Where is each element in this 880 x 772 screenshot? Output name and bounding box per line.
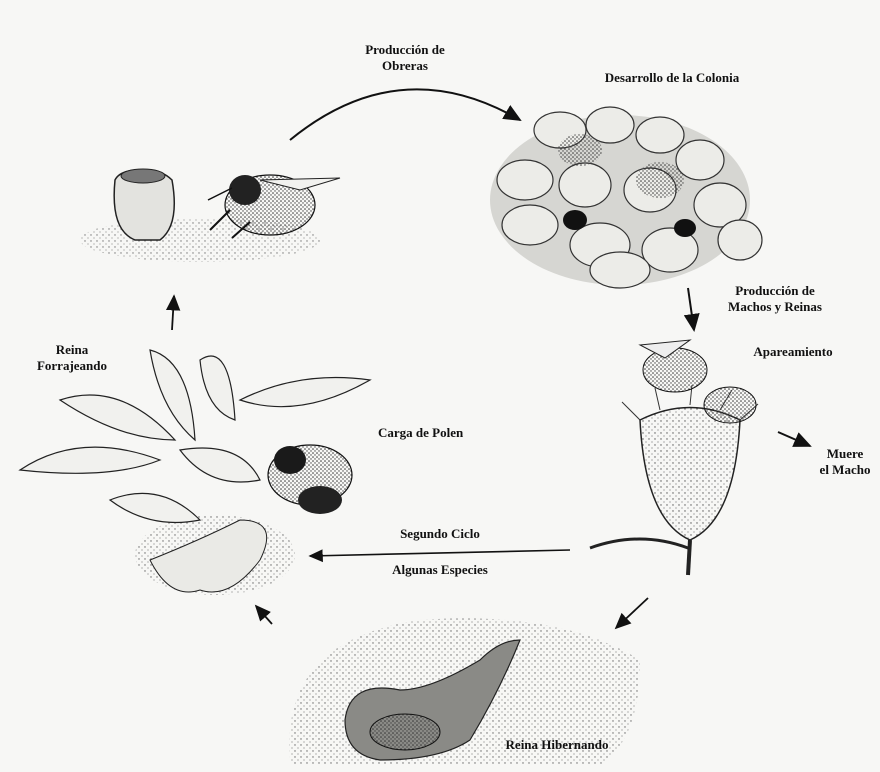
label-desarrollo-colonia: Desarrollo de la Colonia xyxy=(572,70,772,86)
plant-foraging-queen-illustration xyxy=(20,350,370,595)
label-segundo-ciclo: Segundo Ciclo xyxy=(380,526,500,542)
label-produccion-obreras-line1: Producción de xyxy=(340,42,470,58)
colony-cocoons-illustration xyxy=(490,107,762,288)
label-muere-line1: Muere xyxy=(812,446,878,462)
arrow-to-nest xyxy=(172,296,174,330)
label-carga-polen: Carga de Polen xyxy=(378,425,508,441)
label-reina-forrajeando-line2: Forrajeando xyxy=(22,358,122,374)
label-produccion-obreras-line2: Obreras xyxy=(340,58,470,74)
arrow-to-mating xyxy=(688,288,694,330)
arrow-to-foraging xyxy=(256,606,272,624)
label-reina-forrajeando: Reina Forrajeando xyxy=(22,342,122,374)
label-produccion-machos-line1: Producción de xyxy=(710,283,840,299)
label-reina-hibernando: Reina Hibernando xyxy=(482,737,632,753)
label-muere-macho: Muere el Macho xyxy=(812,446,878,478)
queen-with-honeypot-illustration xyxy=(80,169,340,262)
arrow-male-dies xyxy=(778,432,810,446)
label-produccion-obreras: Producción de Obreras xyxy=(340,42,470,74)
arrow-to-colony xyxy=(290,89,520,140)
label-algunas-especies: Algunas Especies xyxy=(365,562,515,578)
thistle-mating-bees-illustration xyxy=(590,340,758,575)
label-produccion-machos-line2: Machos y Reinas xyxy=(710,299,840,315)
label-produccion-machos: Producción de Machos y Reinas xyxy=(710,283,840,315)
arrow-to-hibernation xyxy=(616,598,648,628)
arrow-second-cycle xyxy=(310,550,570,556)
label-apareamiento: Apareamiento xyxy=(738,344,848,360)
label-muere-line2: el Macho xyxy=(812,462,878,478)
label-reina-forrajeando-line1: Reina xyxy=(22,342,122,358)
